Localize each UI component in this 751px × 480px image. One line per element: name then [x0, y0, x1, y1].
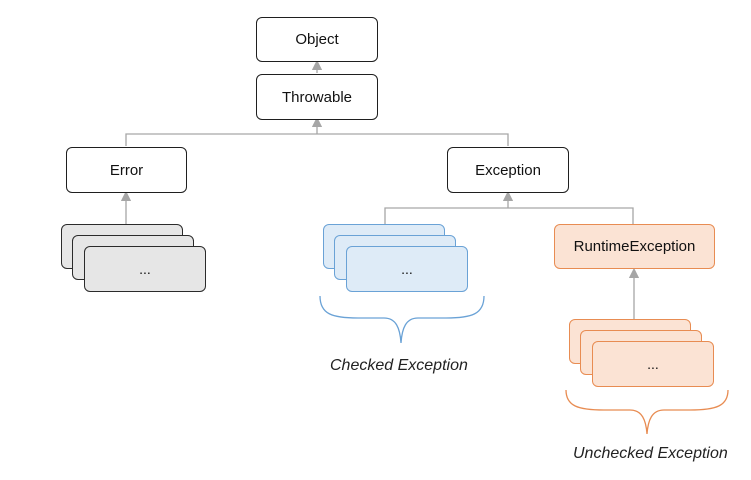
connector-checked-runtime	[384, 207, 634, 224]
object-node: Object	[256, 17, 378, 62]
throwable-node: Throwable	[256, 74, 378, 120]
runtime-exception-node: RuntimeException	[554, 224, 715, 269]
connector-error-throwable	[125, 133, 509, 146]
unchecked-subclass-card-front: ...	[592, 341, 714, 387]
error-node: Error	[66, 147, 187, 193]
unchecked-brace	[565, 389, 729, 435]
checked-brace	[319, 295, 485, 344]
error-subclass-card-front: ...	[84, 246, 206, 292]
exception-node: Exception	[447, 147, 569, 193]
checked-subclass-card-front: ...	[346, 246, 468, 292]
checked-exception-caption: Checked Exception	[330, 357, 468, 374]
unchecked-exception-caption: Unchecked Exception	[573, 445, 728, 462]
